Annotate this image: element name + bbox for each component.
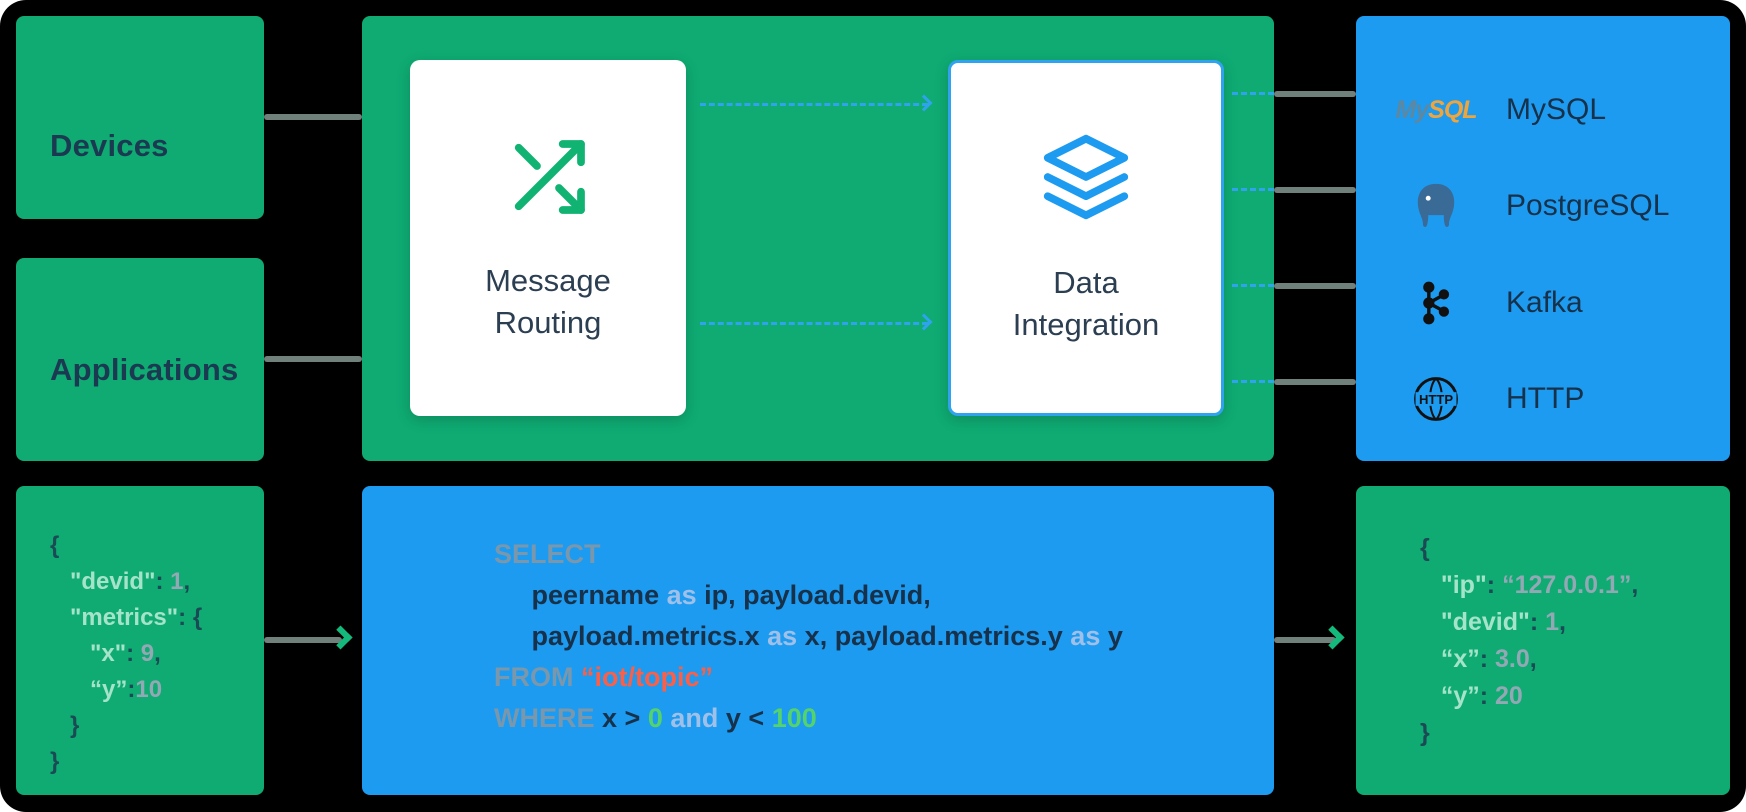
applications-box: Applications	[16, 258, 264, 461]
input-json-box: { "devid": 1, "metrics": { "x": 9, “y”:1…	[16, 486, 264, 795]
integration-to-postgresql-dash	[1232, 188, 1274, 191]
integration-to-kafka-connector	[1274, 283, 1356, 289]
sink-row-http: HTTP HTTP	[1356, 371, 1730, 427]
integration-to-kafka-dash	[1232, 284, 1274, 287]
shuffle-icon	[501, 133, 595, 226]
data-integration-label: Data Integration	[1012, 264, 1160, 342]
output-json-code: { "ip": “127.0.0.1”, "devid": 1, “x”: 3.…	[1420, 534, 1639, 747]
svg-text:HTTP: HTTP	[1419, 392, 1453, 407]
devices-to-broker-connector	[264, 114, 362, 120]
sink-label-kafka: Kafka	[1506, 285, 1583, 319]
sink-label-postgresql: PostgreSQL	[1506, 189, 1670, 223]
applications-label: Applications	[50, 352, 239, 387]
layers-icon	[1037, 131, 1135, 228]
input-to-sql-arrow-line	[264, 637, 342, 643]
devices-label: Devices	[50, 128, 169, 163]
output-json-box: { "ip": “127.0.0.1”, "devid": 1, “x”: 3.…	[1356, 486, 1730, 795]
applications-to-broker-connector	[264, 356, 362, 362]
sink-row-mysql: MySQL MySQL	[1356, 82, 1730, 138]
mysql-logo-icon: MySQL	[1395, 95, 1477, 124]
message-routing-card: Message Routing	[410, 60, 686, 416]
devices-box: Devices	[16, 16, 264, 219]
sql-rule-box: SELECT peername as ip, payload.devid, pa…	[362, 486, 1274, 795]
sql-to-output-arrow-line	[1274, 637, 1336, 643]
sink-row-postgresql: PostgreSQL	[1356, 178, 1730, 234]
sink-row-kafka: Kafka	[1356, 275, 1730, 331]
routing-to-integration-arrow-bottom	[700, 322, 928, 325]
sql-to-output-arrow-head-icon	[1320, 625, 1345, 650]
integration-to-mysql-dash	[1232, 92, 1274, 95]
message-routing-label: Message Routing	[485, 262, 611, 340]
integration-to-http-dash	[1232, 380, 1274, 383]
routing-to-integration-arrow-top	[700, 103, 928, 106]
data-integration-card: Data Integration	[948, 60, 1224, 416]
data-sinks-panel: MySQL MySQL PostgreSQL	[1356, 16, 1730, 461]
integration-to-mysql-connector	[1274, 91, 1356, 97]
integration-to-http-connector	[1274, 379, 1356, 385]
input-json-code: { "devid": 1, "metrics": { "x": 9, “y”:1…	[50, 532, 203, 775]
postgresql-elephant-icon	[1392, 180, 1480, 232]
input-to-sql-arrow-head-icon	[328, 625, 353, 650]
sink-label-mysql: MySQL	[1506, 93, 1607, 127]
http-globe-icon: HTTP	[1392, 374, 1480, 424]
sink-label-http: HTTP	[1506, 381, 1585, 415]
sql-code: SELECT peername as ip, payload.devid, pa…	[494, 539, 1123, 733]
integration-to-postgresql-connector	[1274, 187, 1356, 193]
kafka-logo-icon	[1392, 280, 1480, 326]
